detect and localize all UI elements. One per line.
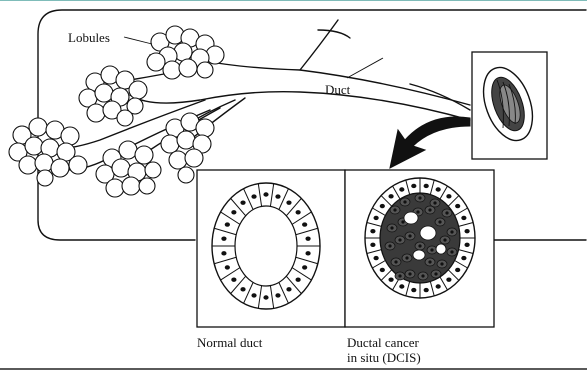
normal-cell-nucleus (221, 236, 226, 240)
dcis-cell-nucleus (411, 288, 416, 292)
dcis-cell-nucleus (374, 216, 379, 220)
normal-cell-nucleus (225, 222, 230, 226)
normal-cell-nucleus (296, 210, 301, 214)
tumor-nucleus (450, 250, 453, 253)
tumor-nucleus (403, 200, 406, 203)
tumor-nucleus (405, 256, 408, 259)
tumor-nucleus (388, 244, 391, 247)
tumor-nucleus (418, 196, 421, 199)
normal-cell-nucleus (231, 278, 236, 282)
tumor-nucleus (394, 260, 397, 263)
normal-duct-label: Normal duct (197, 335, 263, 350)
dcis-cell-nucleus (374, 256, 379, 260)
normal-cell-nucleus (240, 287, 245, 291)
dcis-illustration (365, 178, 475, 298)
normal-cell-nucleus (263, 192, 268, 196)
dcis-cell-nucleus (461, 216, 466, 220)
tumor-nucleus (445, 211, 448, 214)
dcis-cell-nucleus (424, 288, 429, 292)
tumor-nucleus (428, 208, 431, 211)
lobule-cluster-bottom (96, 141, 161, 197)
dcis-cell-nucleus (455, 268, 460, 272)
normal-cell-nucleus (305, 251, 310, 255)
dcis-cell-nucleus (380, 204, 385, 208)
dcis-cell-nucleus (461, 256, 466, 260)
normal-cell-nucleus (221, 251, 226, 255)
dcis-cell-nucleus (370, 243, 375, 247)
dcis-cell-nucleus (399, 187, 404, 191)
tumor-nucleus (450, 230, 453, 233)
tumor-nucleus (421, 274, 424, 277)
tumor-nucleus (408, 234, 411, 237)
tumor-nucleus (393, 208, 396, 211)
normal-cell-nucleus (263, 295, 268, 299)
dcis-cell-nucleus (388, 194, 393, 198)
normal-cell-nucleus (302, 265, 307, 269)
normal-cell-nucleus (286, 200, 291, 204)
dcis-cell-nucleus (370, 229, 375, 233)
tumor-nucleus (418, 244, 421, 247)
lobules-label: Lobules (68, 30, 110, 45)
dcis-label-line2: in situ (DCIS) (347, 350, 421, 365)
dcis-cell-nucleus (436, 284, 441, 288)
normal-duct-illustration (212, 183, 320, 309)
normal-cell-nucleus (225, 265, 230, 269)
tumor-nucleus (398, 274, 401, 277)
normal-cell-nucleus (275, 194, 280, 198)
normal-cell-nucleus (286, 287, 291, 291)
normal-cell-nucleus (296, 278, 301, 282)
dcis-cell-nucleus (446, 277, 451, 281)
normal-cell-nucleus (302, 222, 307, 226)
normal-cell-nucleus (251, 293, 256, 297)
dcis-cell-nucleus (424, 184, 429, 188)
tumor-nucleus (433, 201, 436, 204)
tumor-nucleus (438, 220, 441, 223)
dcis-cell-nucleus (455, 204, 460, 208)
normal-cell-nucleus (240, 200, 245, 204)
tumor-nucleus (416, 210, 419, 213)
lobule-cluster-top (147, 26, 224, 79)
tumor-nucleus (434, 272, 437, 275)
dcis-cell-nucleus (380, 268, 385, 272)
magnify-arrow (390, 117, 470, 168)
tumor-nucleus (408, 272, 411, 275)
tumor-nucleus (390, 226, 393, 229)
normal-cell-nucleus (275, 293, 280, 297)
lobules-leader (124, 37, 152, 44)
normal-cell-nucleus (305, 236, 310, 240)
duct-label: Duct (325, 82, 351, 97)
dcis-cell-nucleus (446, 194, 451, 198)
lobule-cluster-mid (79, 66, 147, 126)
dcis-cell-nucleus (464, 243, 469, 247)
tumor-nucleus (401, 220, 404, 223)
dcis-cell-nucleus (436, 187, 441, 191)
tumor-nucleus (443, 238, 446, 241)
dcis-cell-nucleus (388, 277, 393, 281)
dcis-label-line1: Ductal cancer (347, 335, 419, 350)
tumor-nucleus (440, 262, 443, 265)
dcis-cell-nucleus (411, 184, 416, 188)
dcis-cell-nucleus (464, 229, 469, 233)
normal-cell-nucleus (231, 210, 236, 214)
duct-leader (347, 58, 383, 78)
tumor-nucleus (428, 260, 431, 263)
tumor-nucleus (430, 248, 433, 251)
tumor-nucleus (398, 238, 401, 241)
dcis-cell-nucleus (399, 284, 404, 288)
normal-cell-nucleus (251, 194, 256, 198)
lobule-cluster-left (9, 118, 87, 186)
